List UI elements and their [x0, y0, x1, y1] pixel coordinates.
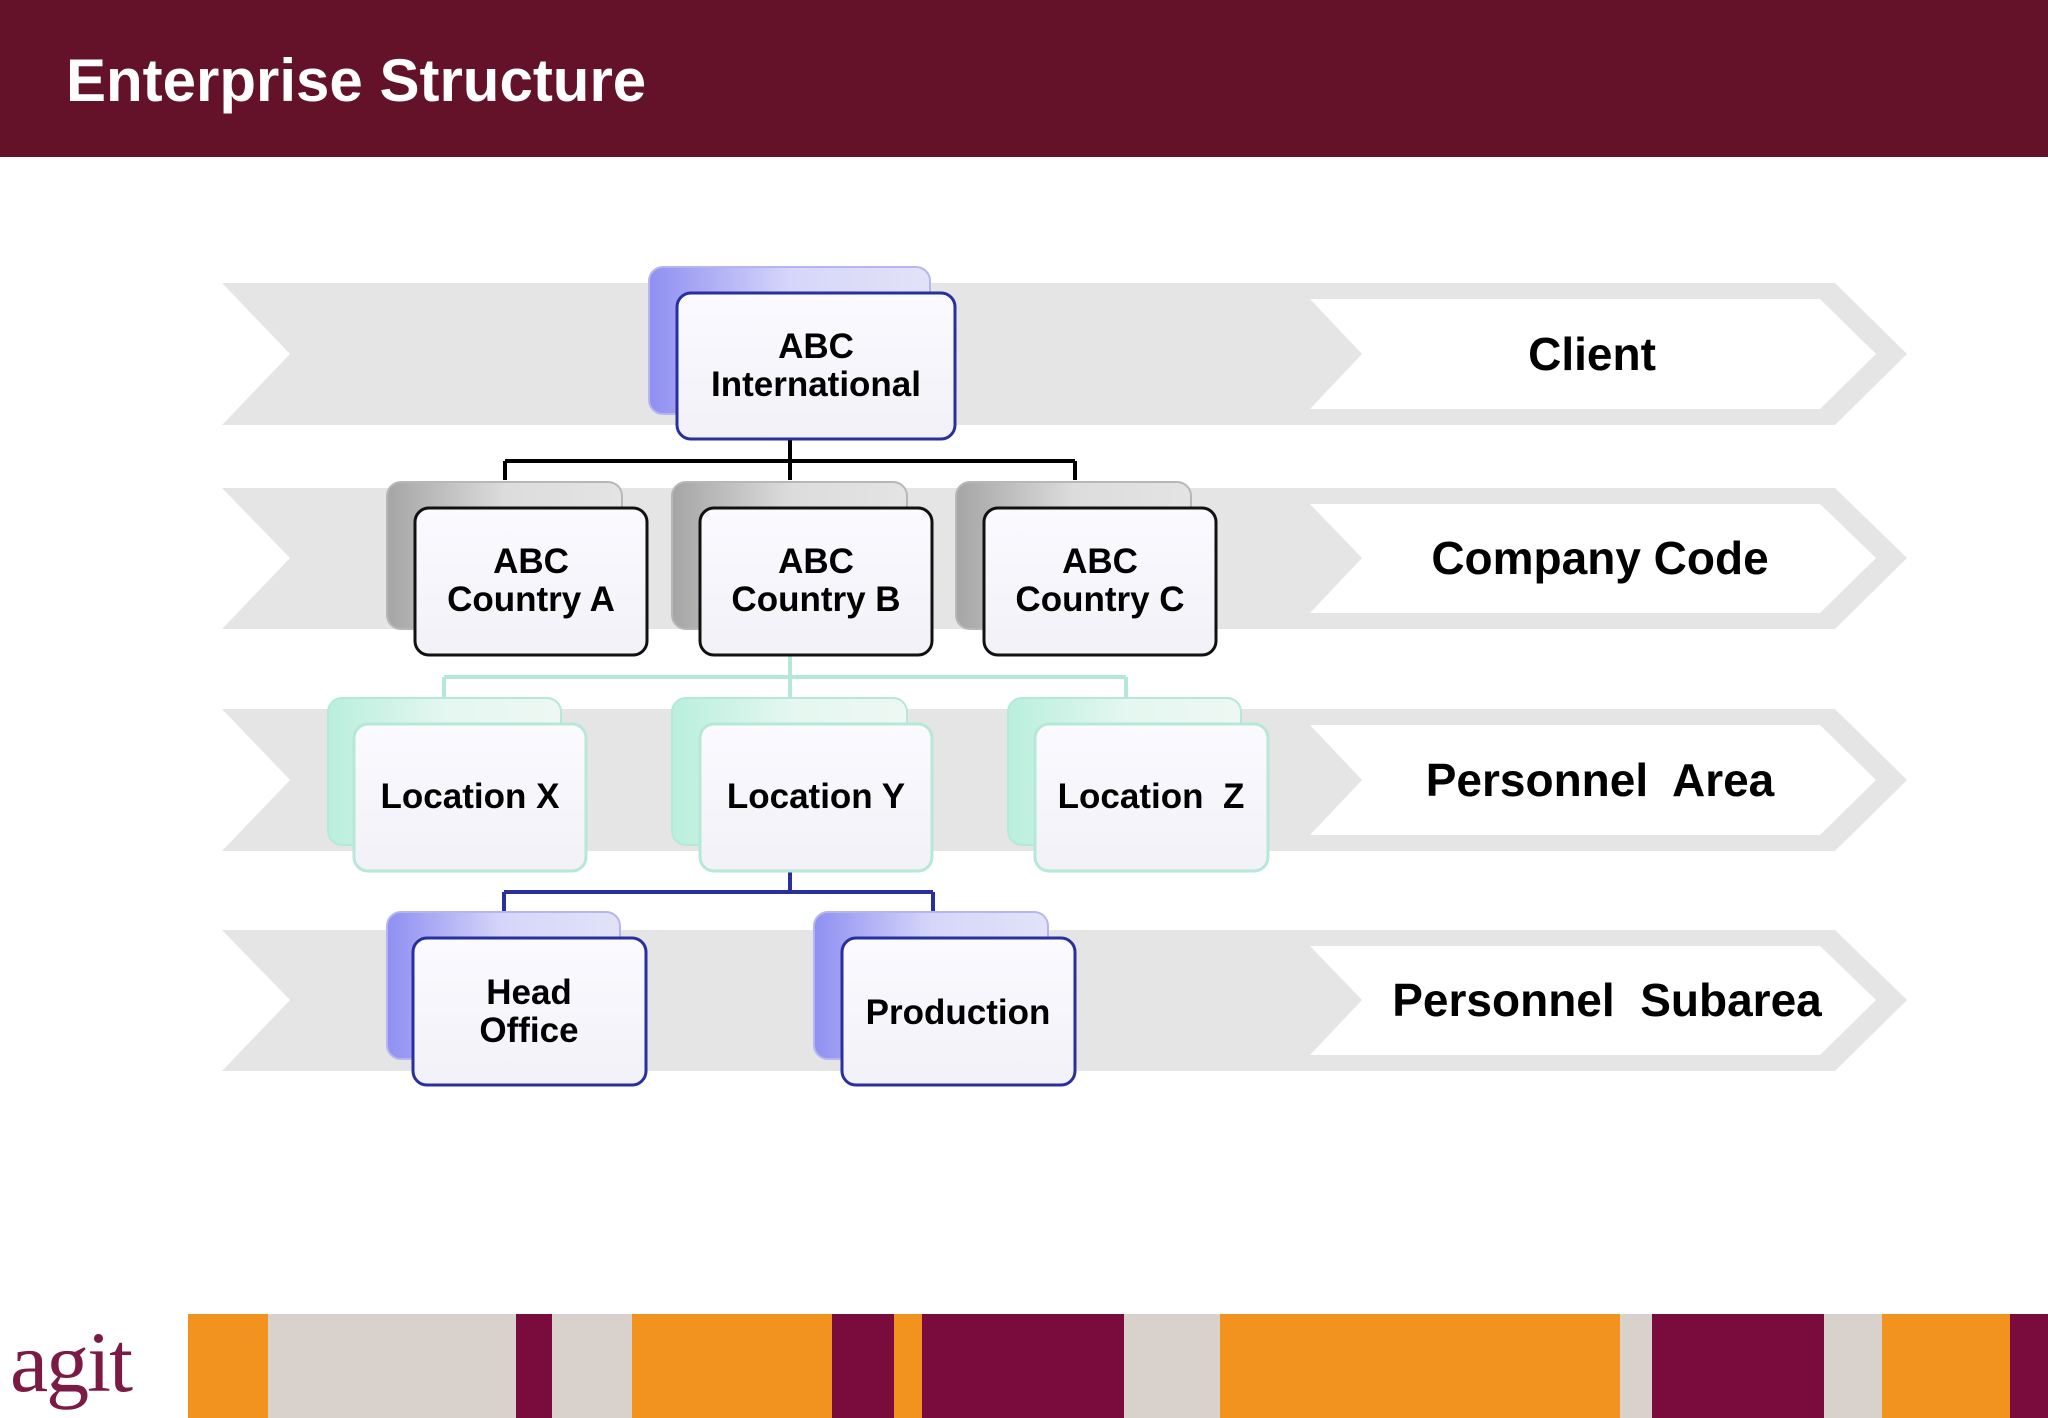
- node-abc-country-c: ABC Country C: [955, 481, 1218, 657]
- level-label-client: Client: [1528, 328, 1656, 380]
- footer-stripe: [1220, 1314, 1620, 1418]
- node-abc-country-b: ABC Country B: [671, 481, 934, 657]
- node-label: ABC: [493, 542, 569, 581]
- node-label: Country C: [1015, 580, 1184, 619]
- level-label-personnel-area: Personnel Area: [1426, 754, 1775, 806]
- level-label-personnel-subarea: Personnel Subarea: [1392, 974, 1822, 1026]
- footer-stripe: [632, 1314, 832, 1418]
- footer-stripe: [1620, 1314, 1652, 1418]
- node-location-x: Location X: [327, 697, 588, 873]
- level-chevron-personnel-subarea: [1310, 946, 1876, 1055]
- node-label: Location X: [381, 777, 561, 816]
- node-production: Production: [813, 911, 1077, 1087]
- footer-stripe: [922, 1314, 1124, 1418]
- footer-stripe: [2010, 1314, 2048, 1418]
- node-label: Country B: [731, 580, 900, 619]
- connector-country-b-to-locations: [442, 655, 1128, 698]
- node-abc-international: ABC International: [648, 266, 957, 441]
- node-label: Location Y: [727, 777, 905, 816]
- node-head-office: Head Office: [386, 911, 648, 1087]
- node-abc-country-a: ABC Country A: [386, 481, 649, 657]
- level-label-company-code: Company Code: [1431, 532, 1768, 584]
- node-label: Location Z: [1058, 777, 1245, 816]
- node-label: International: [711, 365, 921, 404]
- node-location-z: Location Z: [1007, 697, 1270, 873]
- footer-stripe: [1824, 1314, 1882, 1418]
- footer-stripe: [894, 1314, 922, 1418]
- node-label: Country A: [447, 580, 615, 619]
- header-bar: Enterprise Structure: [0, 0, 2048, 157]
- node-label: ABC: [778, 542, 854, 581]
- page-title: Enterprise Structure: [66, 47, 647, 114]
- node-label: Head: [486, 973, 572, 1012]
- connector-location-y-to-subareas: [502, 870, 935, 912]
- node-label: Production: [866, 993, 1051, 1032]
- footer-stripe: [1652, 1314, 1824, 1418]
- level-chevron-client: [1310, 299, 1876, 409]
- level-chevron-personnel-area: [1310, 725, 1876, 835]
- node-label: Office: [479, 1011, 578, 1050]
- footer-stripe: [1124, 1314, 1220, 1418]
- node-label: ABC: [778, 327, 854, 366]
- node-location-y: Location Y: [671, 697, 934, 873]
- footer-stripe: [1882, 1314, 2010, 1418]
- level-chevron-company-code: [1310, 504, 1876, 613]
- node-label: ABC: [1062, 542, 1138, 581]
- agit-logo: agit: [10, 1314, 133, 1410]
- footer-stripe: [516, 1314, 552, 1418]
- footer-stripe: [268, 1314, 516, 1418]
- footer-stripe: [832, 1314, 894, 1418]
- footer-stripe: [552, 1314, 632, 1418]
- footer-stripe: [188, 1314, 268, 1418]
